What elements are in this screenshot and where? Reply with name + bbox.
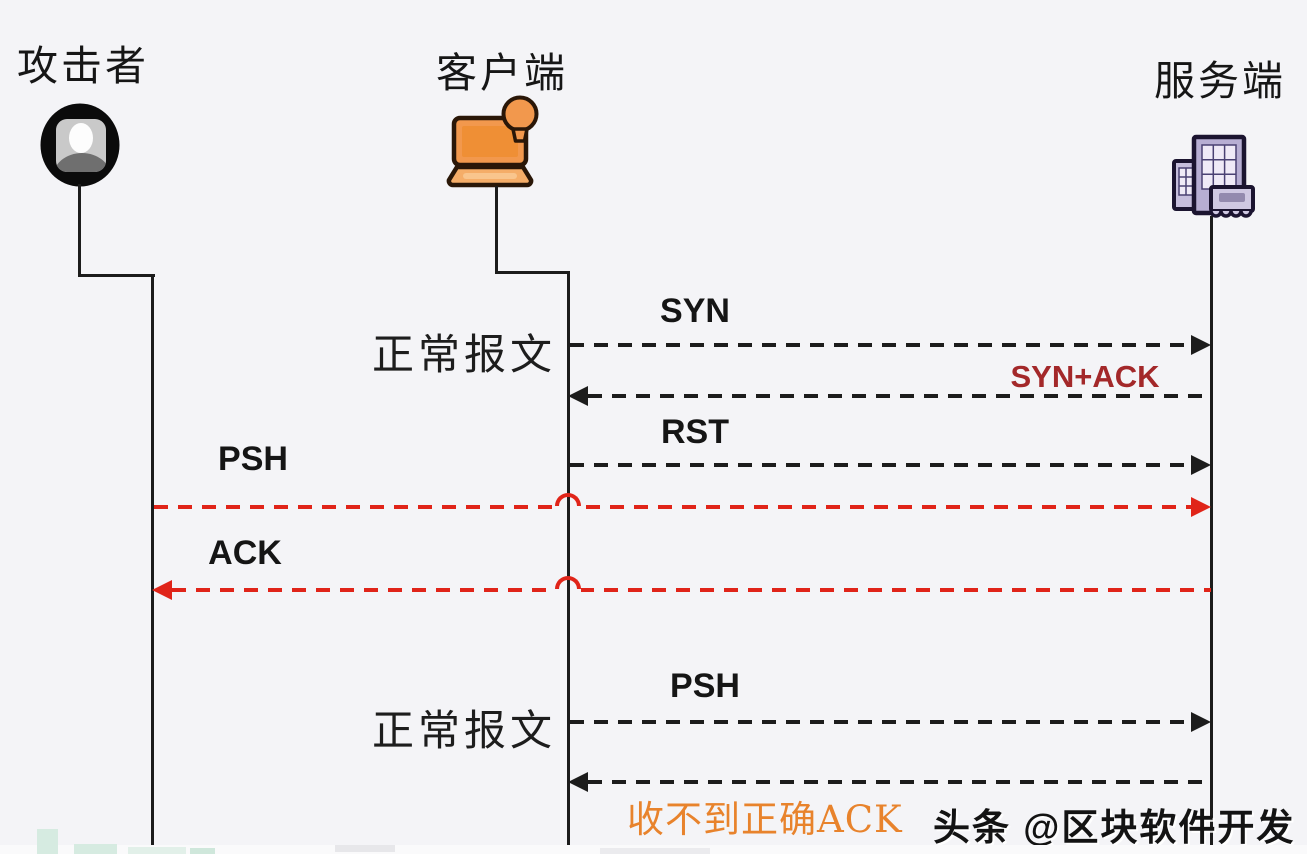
forged-psh-message-label: PSH	[218, 440, 288, 478]
client-lifeline-upper	[495, 186, 498, 274]
faint-watermark-fragment	[600, 848, 710, 854]
attacker-label: 攻击者	[17, 42, 149, 90]
forged-psh-arrowhead	[1191, 497, 1211, 517]
forged-ack-arrowhead	[152, 580, 172, 600]
faint-watermark-fragment	[74, 844, 117, 854]
attacker-person-icon	[40, 103, 120, 187]
faint-watermark-fragment	[37, 829, 58, 854]
rst-message-label: RST	[661, 413, 729, 451]
no-correct-ack-note: 收不到正确ACK	[627, 798, 903, 841]
attacker-lifeline	[151, 274, 154, 854]
syn-ack-message-label: SYN+ACK	[1010, 359, 1160, 394]
client-lifeline-patch-2	[567, 579, 570, 601]
attacker-lifeline-elbow	[78, 274, 155, 277]
phase-normal-bottom-label: 正常报文	[372, 706, 557, 755]
client-lifeline-elbow	[495, 271, 570, 274]
faint-watermark-fragment	[128, 847, 186, 854]
faint-watermark-fragment	[190, 848, 215, 854]
client-laptop-bulb-icon	[446, 95, 539, 188]
forged-ack-message-label: ACK	[208, 534, 282, 572]
server-lifeline	[1210, 216, 1213, 854]
forged-psh-hop-arc	[555, 493, 581, 506]
syn-arrow-line	[570, 343, 1191, 347]
rst-arrowhead	[1191, 455, 1211, 475]
normal-psh-arrow-line	[570, 720, 1191, 724]
server-buildings-icon	[1172, 134, 1255, 218]
syn-message-label: SYN	[660, 292, 730, 330]
syn-ack-arrowhead	[568, 386, 588, 406]
faint-watermark-fragment	[335, 845, 395, 852]
phase-normal-top-label: 正常报文	[372, 330, 557, 379]
syn-ack-arrow-line	[588, 394, 1211, 398]
syn-arrowhead	[1191, 335, 1211, 355]
attacker-lifeline-upper	[78, 184, 81, 277]
server-label: 服务端	[1154, 57, 1286, 105]
reply-arrow-line	[588, 780, 1211, 784]
reply-arrowhead	[568, 772, 588, 792]
normal-psh-arrowhead	[1191, 712, 1211, 732]
client-lifeline-patch-1	[567, 496, 570, 518]
rst-arrow-line	[570, 463, 1191, 467]
client-label: 客户端	[436, 49, 568, 97]
forged-ack-arrow-line	[172, 588, 1211, 592]
forged-psh-arrow-line	[154, 505, 1191, 509]
toutiao-watermark: 头条 @区块软件开发	[933, 807, 1296, 848]
forged-ack-hop-arc	[555, 576, 581, 589]
client-lifeline	[567, 271, 570, 854]
normal-psh-message-label: PSH	[670, 667, 740, 705]
